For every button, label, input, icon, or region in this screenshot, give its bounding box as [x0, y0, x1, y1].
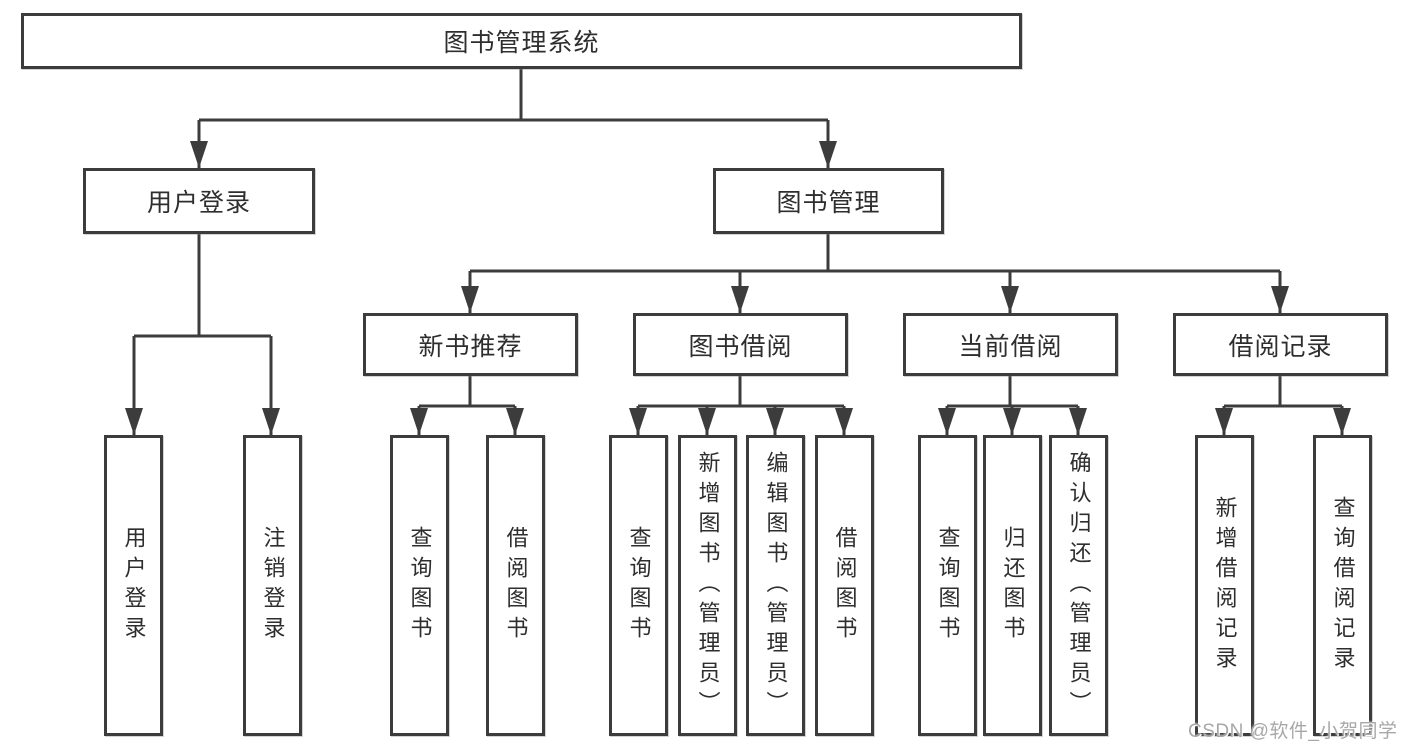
leaf-label: 确认归还（管理员） — [1066, 450, 1092, 721]
node-label: 新书推荐 — [418, 332, 523, 361]
leaf-query-books-recommend: 查询图书 — [390, 435, 449, 736]
leaf-label: 归还图书 — [1000, 525, 1026, 646]
leaf-label: 查询图书 — [935, 525, 961, 646]
node-new-book-recommend: 新书推荐 — [363, 313, 578, 376]
node-book-management: 图书管理 — [713, 168, 944, 234]
node-label: 借阅记录 — [1228, 332, 1333, 361]
leaf-query-borrow-record: 查询借阅记录 — [1313, 435, 1372, 736]
node-borrow-records: 借阅记录 — [1173, 313, 1388, 376]
leaf-user-login: 用户登录 — [104, 435, 163, 736]
leaf-query-books-borrow: 查询图书 — [609, 435, 668, 736]
node-label: 图书管理 — [776, 189, 881, 217]
node-label: 当前借阅 — [958, 332, 1063, 361]
leaf-label: 查询图书 — [626, 525, 652, 646]
node-book-borrow: 图书借阅 — [633, 313, 848, 376]
leaf-return-book: 归还图书 — [983, 435, 1042, 736]
node-current-borrow: 当前借阅 — [903, 313, 1118, 376]
leaf-label: 借阅图书 — [832, 525, 858, 646]
leaf-label: 编辑图书（管理员） — [763, 450, 789, 721]
leaf-label: 查询图书 — [407, 525, 433, 646]
leaf-label: 用户登录 — [121, 525, 147, 646]
node-label: 图书借阅 — [688, 332, 793, 361]
leaf-borrow-books-recommend: 借阅图书 — [486, 435, 545, 736]
watermark: CSDN @软件_小贺同学 — [1188, 721, 1398, 742]
leaf-label: 查询借阅记录 — [1330, 495, 1356, 676]
leaf-logout: 注销登录 — [243, 435, 302, 736]
leaf-edit-book-admin: 编辑图书（管理员） — [746, 435, 805, 736]
leaf-add-borrow-record: 新增借阅记录 — [1195, 435, 1254, 736]
node-user-login: 用户登录 — [83, 168, 315, 234]
leaf-borrow-books: 借阅图书 — [815, 435, 874, 736]
leaf-label: 新增图书（管理员） — [695, 450, 721, 721]
node-label: 用户登录 — [146, 189, 251, 217]
node-label: 图书管理系统 — [443, 29, 600, 57]
leaf-add-book-admin: 新增图书（管理员） — [678, 435, 737, 736]
leaf-query-books-current: 查询图书 — [918, 435, 977, 736]
leaf-label: 新增借阅记录 — [1212, 495, 1238, 676]
leaf-label: 借阅图书 — [503, 525, 529, 646]
node-root-system: 图书管理系统 — [21, 13, 1022, 69]
leaf-confirm-return-admin: 确认归还（管理员） — [1049, 435, 1108, 736]
leaf-label: 注销登录 — [260, 525, 286, 646]
